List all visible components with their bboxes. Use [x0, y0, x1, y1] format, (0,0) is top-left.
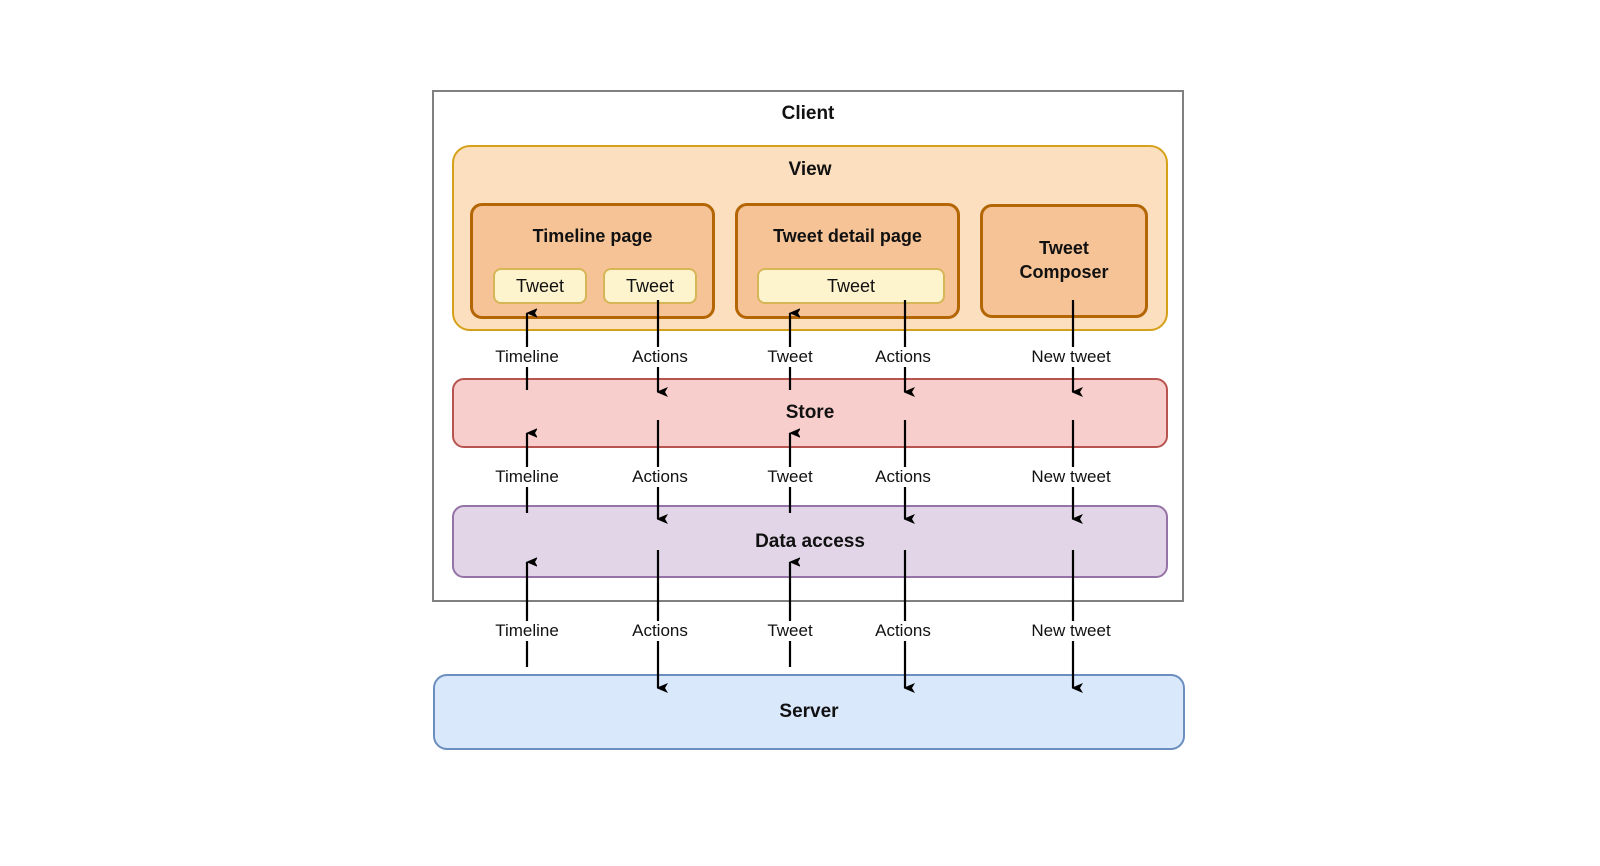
- flow-label-timeline: Timeline: [492, 467, 562, 487]
- timeline-page-box[interactable]: Timeline page Tweet Tweet: [470, 203, 715, 319]
- flow-label-new-tweet: New tweet: [1028, 621, 1114, 641]
- flow-label-tweet: Tweet: [764, 467, 816, 487]
- tweet-composer-box[interactable]: Tweet Composer: [980, 204, 1148, 318]
- flow-label-actions: Actions: [872, 467, 934, 487]
- flow-label-timeline: Timeline: [492, 347, 562, 367]
- server-box: Server: [433, 674, 1185, 750]
- data-access-label: Data access: [755, 530, 865, 552]
- flow-label-tweet: Tweet: [764, 621, 816, 641]
- tweet-chip[interactable]: Tweet: [757, 268, 945, 304]
- tweet-detail-page-box[interactable]: Tweet detail page Tweet: [735, 203, 960, 319]
- tweet-chip[interactable]: Tweet: [493, 268, 587, 304]
- tweet-composer-label-line1: Tweet: [1039, 238, 1089, 259]
- view-label: View: [788, 159, 832, 180]
- store-layer: Store: [452, 378, 1168, 448]
- flow-label-tweet: Tweet: [764, 347, 816, 367]
- timeline-page-label: Timeline page: [532, 226, 653, 246]
- flow-label-actions: Actions: [629, 621, 691, 641]
- flow-label-actions: Actions: [629, 347, 691, 367]
- tweet-composer-label: Tweet Composer: [983, 207, 1145, 315]
- flow-label-actions: Actions: [872, 347, 934, 367]
- flow-label-timeline: Timeline: [492, 621, 562, 641]
- tweet-chip[interactable]: Tweet: [603, 268, 697, 304]
- flow-label-new-tweet: New tweet: [1028, 467, 1114, 487]
- client-label: Client: [781, 103, 835, 124]
- tweet-detail-page-label: Tweet detail page: [773, 226, 922, 246]
- flow-label-actions: Actions: [872, 621, 934, 641]
- store-label: Store: [785, 402, 835, 423]
- tweet-composer-label-line2: Composer: [1019, 262, 1109, 282]
- server-label: Server: [779, 701, 839, 722]
- flow-label-new-tweet: New tweet: [1028, 347, 1114, 367]
- flow-label-actions: Actions: [629, 467, 691, 487]
- data-access-layer: Data access: [452, 505, 1168, 578]
